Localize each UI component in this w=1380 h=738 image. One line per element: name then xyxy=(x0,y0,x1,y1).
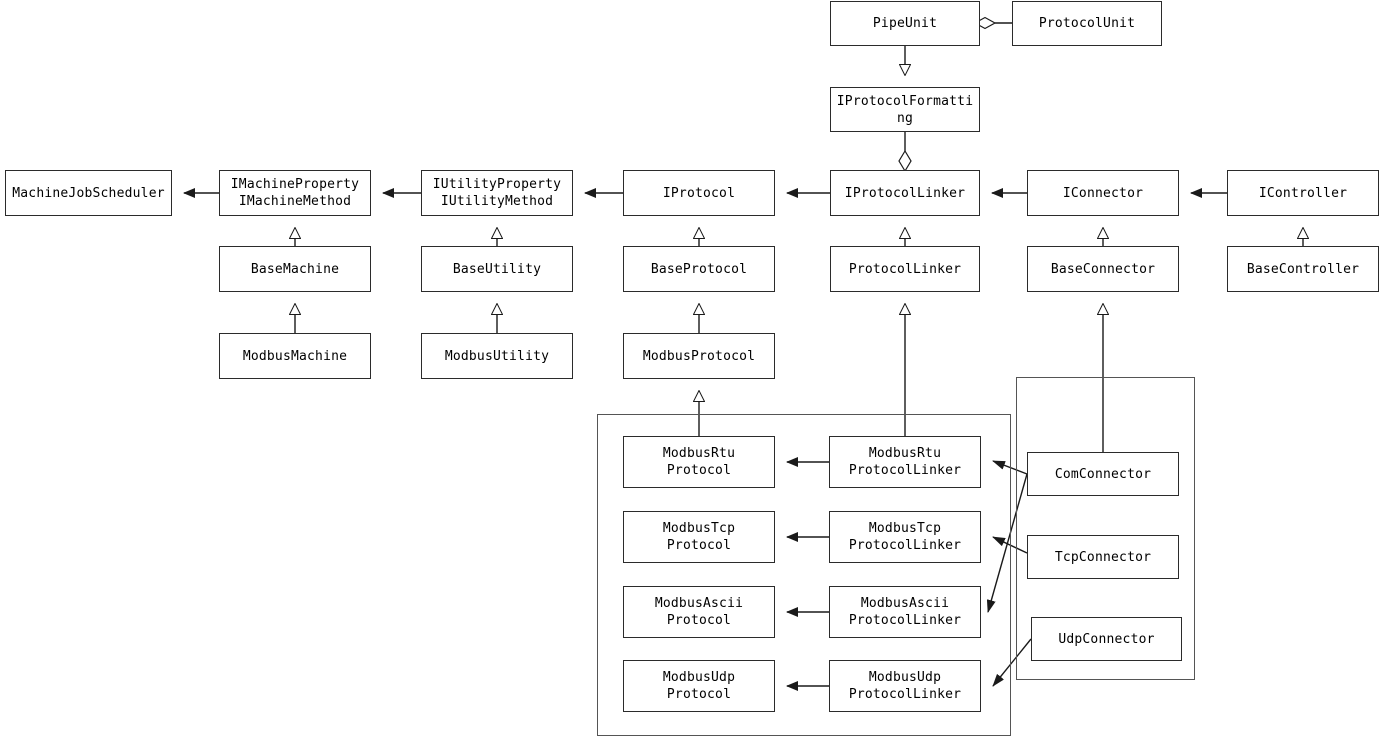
class-box-imachine[interactable]: IMachineProperty IMachineMethod xyxy=(219,170,371,216)
class-box-modbus-protocol[interactable]: ModbusProtocol xyxy=(623,333,775,379)
class-box-iprotocol[interactable]: IProtocol xyxy=(623,170,775,216)
class-box-protocol-linker[interactable]: ProtocolLinker xyxy=(830,246,980,292)
class-box-base-machine[interactable]: BaseMachine xyxy=(219,246,371,292)
class-box-base-connector[interactable]: BaseConnector xyxy=(1027,246,1179,292)
class-box-modbus-ascii-protocol[interactable]: ModbusAscii Protocol xyxy=(623,586,775,638)
class-box-modbus-tcp-protocol[interactable]: ModbusTcp Protocol xyxy=(623,511,775,563)
class-box-base-utility[interactable]: BaseUtility xyxy=(421,246,573,292)
class-box-iconnector[interactable]: IConnector xyxy=(1027,170,1179,216)
class-box-iutility[interactable]: IUtilityProperty IUtilityMethod xyxy=(421,170,573,216)
class-box-modbus-ascii-protocol-linker[interactable]: ModbusAscii ProtocolLinker xyxy=(829,586,981,638)
class-box-modbus-rtu-protocol-linker[interactable]: ModbusRtu ProtocolLinker xyxy=(829,436,981,488)
aggregation-diamond-iprotocollinker xyxy=(898,149,912,173)
class-box-protocol-unit[interactable]: ProtocolUnit xyxy=(1012,1,1162,46)
class-box-udp-connector[interactable]: UdpConnector xyxy=(1031,617,1182,661)
class-box-icontroller[interactable]: IController xyxy=(1227,170,1379,216)
class-box-modbus-udp-protocol-linker[interactable]: ModbusUdp ProtocolLinker xyxy=(829,660,981,712)
class-box-machine-job-scheduler[interactable]: MachineJobScheduler xyxy=(5,170,172,216)
class-box-modbus-rtu-protocol[interactable]: ModbusRtu Protocol xyxy=(623,436,775,488)
class-box-iprotocol-linker[interactable]: IProtocolLinker xyxy=(830,170,980,216)
class-box-modbus-udp-protocol[interactable]: ModbusUdp Protocol xyxy=(623,660,775,712)
class-box-modbus-utility[interactable]: ModbusUtility xyxy=(421,333,573,379)
class-box-pipe-unit[interactable]: PipeUnit xyxy=(830,1,980,46)
class-box-modbus-machine[interactable]: ModbusMachine xyxy=(219,333,371,379)
class-box-base-controller[interactable]: BaseController xyxy=(1227,246,1379,292)
class-box-iprotocol-formatting[interactable]: IProtocolFormatti ng xyxy=(830,87,980,132)
class-box-base-protocol[interactable]: BaseProtocol xyxy=(623,246,775,292)
class-box-com-connector[interactable]: ComConnector xyxy=(1027,452,1179,496)
class-box-modbus-tcp-protocol-linker[interactable]: ModbusTcp ProtocolLinker xyxy=(829,511,981,563)
class-box-tcp-connector[interactable]: TcpConnector xyxy=(1027,535,1179,579)
